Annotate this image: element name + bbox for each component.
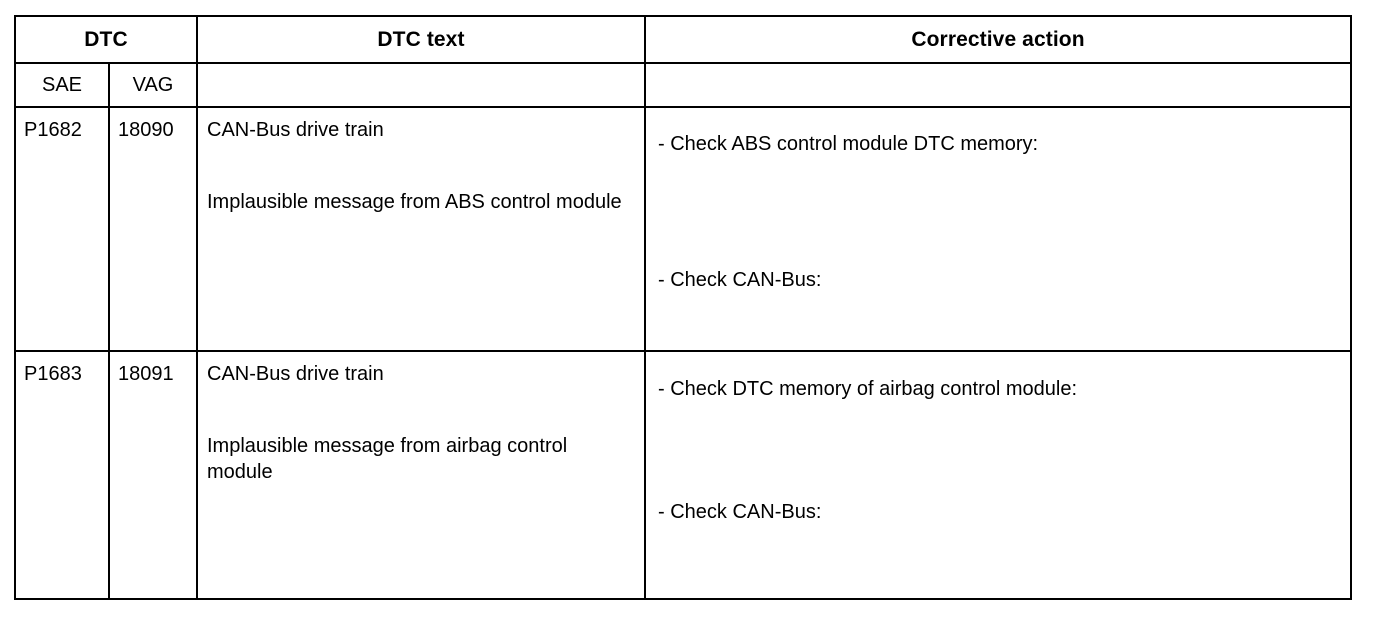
corrective-action-block: - Check DTC memory of airbag control mod…: [646, 376, 1350, 622]
dtc-text-block: CAN-Bus drive train Implausible message …: [198, 352, 644, 485]
table-row: P1683 18091 CAN-Bus drive train Implausi…: [14, 350, 1352, 600]
corrective-action-item: - Check ABS control module DTC memory:: [658, 133, 1039, 155]
corrective-action-block: - Check ABS control module DTC memory: -…: [646, 131, 1350, 373]
cell-dtc-text: CAN-Bus drive train Implausible message …: [196, 350, 646, 600]
table-header-row-main: DTC DTC text Corrective action: [14, 15, 1352, 64]
sae-code-value: P1683: [24, 363, 82, 385]
header-cell-dtc-group: DTC: [14, 15, 198, 64]
dtc-text-block: CAN-Bus drive train Implausible message …: [198, 108, 644, 215]
vag-code-value: 18091: [118, 363, 174, 385]
dtc-text-description: Implausible message from ABS control mod…: [207, 191, 622, 213]
cell-sae-code: P1683: [14, 350, 110, 600]
header-cell-dtc-text: DTC text: [196, 15, 646, 64]
corrective-action-item: - Check DTC memory of airbag control mod…: [658, 378, 1078, 400]
cell-corrective-action: - Check ABS control module DTC memory: -…: [644, 106, 1352, 352]
dtc-text-title: CAN-Bus drive train: [207, 119, 384, 141]
dtc-text-description: Implausible message from airbag control …: [207, 435, 568, 483]
cell-dtc-text: CAN-Bus drive train Implausible message …: [196, 106, 646, 352]
header-cell-sae: SAE: [14, 62, 110, 108]
corrective-action-item: - Check CAN-Bus:: [658, 269, 822, 291]
table-row: P1682 18090 CAN-Bus drive train Implausi…: [14, 106, 1352, 352]
header-cell-corrective-action-sub: [644, 62, 1352, 108]
header-label-corrective-action: Corrective action: [911, 27, 1085, 51]
sae-code-value: P1682: [24, 119, 82, 141]
header-label-sae: SAE: [41, 74, 83, 96]
dtc-text-title: CAN-Bus drive train: [207, 363, 384, 385]
cell-corrective-action: - Check DTC memory of airbag control mod…: [644, 350, 1352, 600]
corrective-action-item: - Check CAN-Bus:: [658, 501, 822, 523]
header-label-vag: VAG: [132, 74, 174, 96]
header-cell-vag: VAG: [108, 62, 198, 108]
header-cell-corrective-action: Corrective action: [644, 15, 1352, 64]
dtc-table: DTC DTC text Corrective action SAE VAG: [14, 15, 1352, 600]
header-label-dtc-text: DTC text: [377, 27, 465, 51]
header-cell-dtc-text-sub: [196, 62, 646, 108]
cell-sae-code: P1682: [14, 106, 110, 352]
header-label-dtc: DTC: [84, 27, 128, 51]
table-header-row-sub: SAE VAG: [14, 62, 1352, 108]
cell-vag-code: 18091: [108, 350, 198, 600]
vag-code-value: 18090: [118, 119, 174, 141]
cell-vag-code: 18090: [108, 106, 198, 352]
